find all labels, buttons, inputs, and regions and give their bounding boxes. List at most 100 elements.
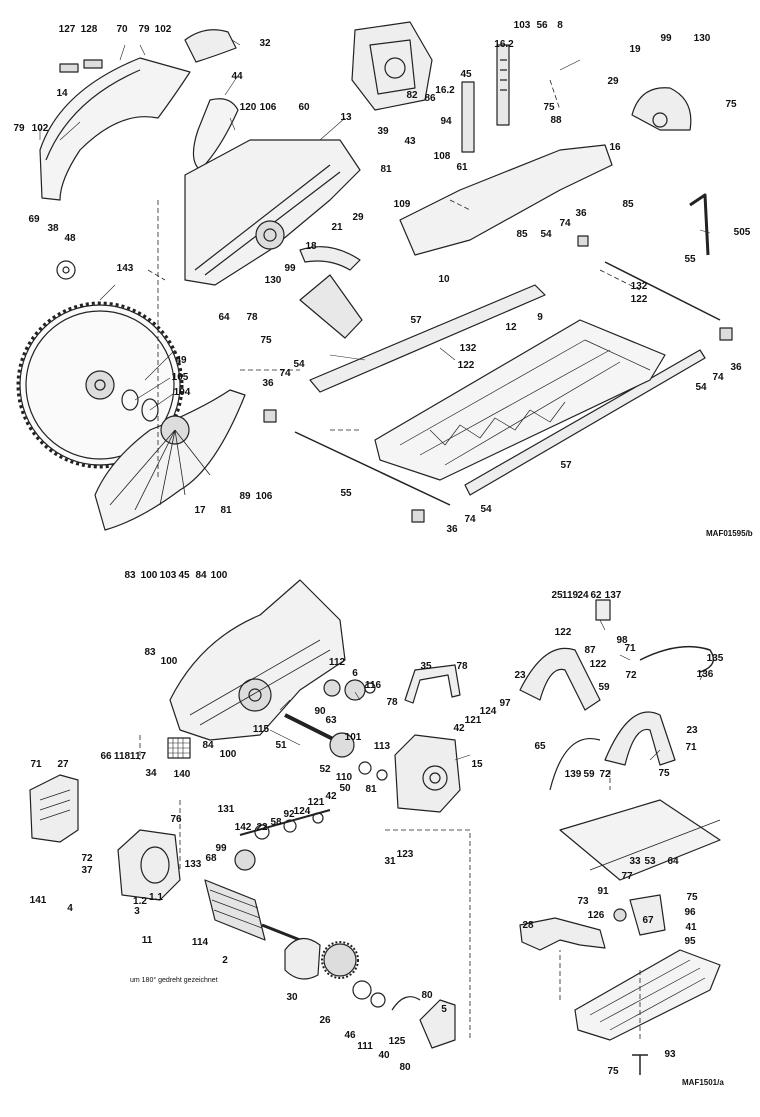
part-label: 88	[550, 115, 562, 126]
part-label: 54	[695, 382, 707, 393]
part-label: 83	[124, 570, 136, 581]
part-label: 140	[173, 769, 191, 780]
rail-16-2-b	[461, 81, 475, 153]
part-label: 16.2	[435, 85, 455, 96]
part-label: 102	[154, 24, 172, 35]
part-label: 55	[340, 488, 352, 499]
part-label: 36	[446, 524, 458, 535]
part-label: 75	[658, 768, 670, 779]
part-label: 106	[255, 491, 273, 502]
part-label: 51	[275, 740, 287, 751]
motor-cap-27	[29, 774, 79, 843]
part-label: 84	[202, 740, 214, 751]
part-label: 110	[335, 772, 353, 783]
part-label: 6	[352, 668, 358, 679]
part-label: 70	[116, 24, 128, 35]
part-label: 36	[262, 378, 274, 389]
part-label: 1.1	[149, 892, 163, 903]
part-label: 142	[234, 822, 252, 833]
part-label: 30	[286, 992, 298, 1003]
part-label: 92	[283, 809, 295, 820]
part-label: 113	[373, 741, 391, 752]
part-label: 122	[589, 659, 607, 670]
support-41-95	[613, 894, 666, 936]
part-label: 3	[134, 906, 140, 917]
part-label: 2	[222, 955, 228, 966]
part-label: 1.2	[133, 896, 147, 907]
part-label: 19	[629, 44, 641, 55]
hex-key-505	[689, 193, 710, 256]
flange-washers	[56, 260, 159, 422]
part-label: 24	[577, 590, 589, 601]
part-label: 122	[457, 360, 475, 371]
part-label: 16	[609, 142, 621, 153]
part-label: 86	[424, 93, 436, 104]
part-label: 11	[141, 935, 153, 946]
rotation-note: um 180° gedreht gezeichnet	[130, 977, 218, 984]
armature-2	[204, 879, 301, 942]
part-label: 29	[352, 212, 364, 223]
dust-grid-140	[167, 737, 191, 759]
part-label: 143	[116, 263, 134, 274]
part-label: 124	[293, 806, 311, 817]
part-label: 64	[218, 312, 230, 323]
part-label: 99	[660, 33, 672, 44]
part-label: 77	[621, 871, 633, 882]
part-label: 98	[616, 635, 628, 646]
part-label: 112	[328, 657, 346, 668]
part-label: 23	[514, 670, 526, 681]
base-table-12	[374, 319, 666, 481]
fan-and-gear	[284, 938, 386, 1008]
part-label: 130	[264, 275, 282, 286]
gearbox-15	[394, 734, 461, 813]
part-label: 31	[384, 856, 396, 867]
handle-parts-right	[519, 599, 715, 791]
part-label: 35	[420, 661, 432, 672]
part-label: 99	[215, 843, 227, 854]
part-label: 34	[145, 768, 157, 779]
part-label: 81	[380, 164, 392, 175]
handle-28	[519, 917, 606, 951]
part-label: 41	[685, 922, 697, 933]
part-label: 122	[630, 294, 648, 305]
lower-blade-guard-17	[94, 389, 246, 531]
label-plate-127	[59, 63, 79, 73]
part-label: 119	[561, 590, 579, 601]
part-label: 109	[393, 199, 411, 210]
part-label: 87	[584, 645, 596, 656]
part-label: 73	[577, 896, 589, 907]
part-label: 103	[513, 20, 531, 31]
part-label: 16.2	[494, 39, 514, 50]
rail-16-2-a	[496, 44, 510, 126]
part-label: 120	[239, 102, 257, 113]
part-label: 43	[404, 136, 416, 147]
part-label: 32	[259, 38, 271, 49]
part-label: 28	[522, 920, 534, 931]
part-label: 100	[219, 749, 237, 760]
part-label: 25	[551, 590, 563, 601]
part-label: 126	[587, 910, 605, 921]
part-label: 121	[307, 797, 325, 808]
part-label: 56	[536, 20, 548, 31]
part-label: 79	[13, 123, 25, 134]
part-label: 5	[441, 1004, 447, 1015]
part-label: 114	[191, 937, 209, 948]
guard-lever-44	[192, 98, 239, 171]
part-label: 75	[607, 1066, 619, 1077]
part-label: 78	[246, 312, 258, 323]
part-label: 81	[365, 784, 377, 795]
part-label: 58	[270, 817, 282, 828]
part-label: 45	[460, 69, 472, 80]
part-label: 89	[239, 491, 251, 502]
part-label: 74	[712, 372, 724, 383]
dash-lines-bottom	[139, 735, 641, 1040]
drawing-code-top: MAF01595/b	[706, 529, 753, 538]
part-label: 125	[388, 1036, 406, 1047]
part-label: 71	[685, 742, 697, 753]
part-label: 122	[554, 627, 572, 638]
part-label: 8	[557, 20, 563, 31]
part-label: 99	[284, 263, 296, 274]
part-label: 75	[725, 99, 737, 110]
part-label: 81	[220, 505, 232, 516]
part-label: 66	[100, 751, 112, 762]
